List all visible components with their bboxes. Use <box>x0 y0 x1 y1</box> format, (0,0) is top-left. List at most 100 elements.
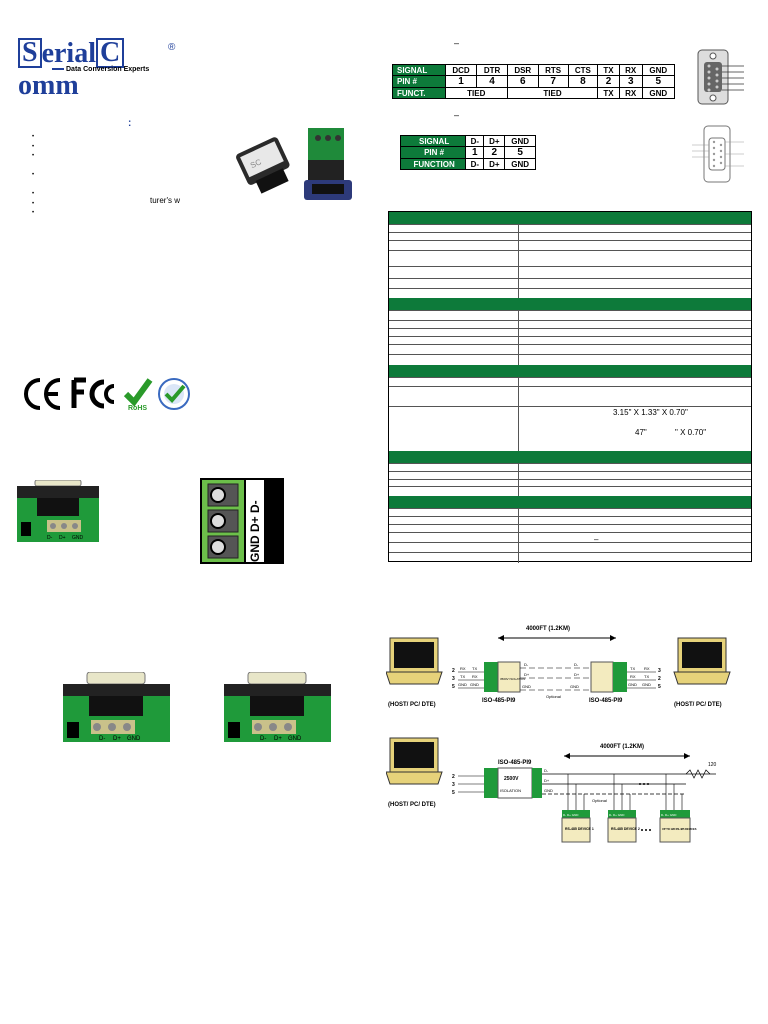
svg-text:5: 5 <box>658 684 661 690</box>
terminal-pin-label: D- <box>99 736 105 742</box>
svg-text:3: 3 <box>658 668 661 674</box>
table-row: SIGNAL DCD DTR DSR RTS CTS TX RX GND <box>392 64 676 76</box>
svg-text:D-: D- <box>544 768 549 773</box>
svg-text:5: 5 <box>452 790 455 796</box>
terminal-pin-label: D- <box>260 736 266 742</box>
terminal-pin-label: GND <box>72 535 84 541</box>
feature-text-fragment: turer's w <box>150 196 180 205</box>
terminal-pin-label: GND <box>288 736 302 742</box>
table-row: FUNCT. TIED TIED TX RX GND <box>392 87 676 99</box>
resistor-value: 120 <box>708 762 717 768</box>
spec-section-band <box>389 496 751 508</box>
terminal-pin-label: GND <box>127 736 141 742</box>
svg-text:TX: TX <box>460 674 465 679</box>
spec-dimension: 3.15" X 1.33" X 0.70" <box>613 408 688 417</box>
distance-label: 4000FT (1.2KM) <box>600 744 644 750</box>
rohs-check-icon: RoHS <box>123 378 153 412</box>
svg-text:RX: RX <box>630 674 636 679</box>
host-label: (HOST/ PC/ DTE) <box>388 702 436 708</box>
terminal-vertical-label: GND D+ D- <box>248 500 262 562</box>
svg-text:3: 3 <box>452 782 455 788</box>
logo-underline <box>52 68 64 70</box>
certification-logos: RoHS <box>24 377 190 412</box>
svg-text:RX: RX <box>460 666 466 671</box>
rs485-device-box: D- D+ GND UP TO 128 RS-485 DEVICES <box>659 810 697 843</box>
fcc-mark-icon <box>71 377 115 409</box>
spec-section-band <box>389 365 751 377</box>
table-row: SIGNAL D- D+ GND <box>399 135 536 147</box>
svg-text:GND: GND <box>470 682 479 687</box>
product-photo-db9-side: SC <box>236 137 290 194</box>
svg-text:2: 2 <box>452 774 455 780</box>
terminal-block-drawing-a: D- D+ GND <box>63 672 170 742</box>
svg-text:D-: D- <box>574 662 579 667</box>
product-photo-terminal-side <box>304 128 352 200</box>
converter-label: ISO-485-PI9 <box>589 698 623 704</box>
table-row: FUNCTION D- D+ GND <box>399 158 536 170</box>
multidrop-wiring-diagram: (HOST/ PC/ DTE) 4000FT (1.2KM) ISO-485-P… <box>386 737 717 843</box>
spec-section-band <box>389 298 751 310</box>
heading-dash: – <box>454 38 460 48</box>
bullet: • <box>32 143 35 150</box>
db9-outline-icon <box>692 125 744 183</box>
converter-label: ISO-485-PI9 <box>482 698 516 704</box>
svg-text:D+: D+ <box>574 672 580 677</box>
terminal-block-drawing-b: D- D+ GND <box>224 672 331 742</box>
svg-text:TX: TX <box>644 674 649 679</box>
ce-mark-icon <box>24 378 61 410</box>
spec-dimension-part: 47" <box>635 428 647 437</box>
optional-label: Optional <box>592 798 607 803</box>
db9-pinout-table: SIGNAL DCD DTR DSR RTS CTS TX RX GND PIN… <box>392 64 676 99</box>
isolation-label: 3500V ISOLATION <box>500 677 525 681</box>
rs485-device-box: D- D+ GND RS-485 DEVICE 2 <box>607 810 640 843</box>
svg-text:TX: TX <box>630 666 635 671</box>
isolation-label: ISOLATION <box>500 788 521 793</box>
svg-text:2: 2 <box>452 668 455 674</box>
spec-dimension-part: " X 0.70" <box>675 428 707 437</box>
laptop-icon <box>386 737 443 785</box>
features-heading-colon: : <box>128 118 132 129</box>
registered-mark: ® <box>168 42 176 53</box>
svg-text:RS-485 DEVICE 1: RS-485 DEVICE 1 <box>565 827 594 831</box>
db9-connector-icon <box>697 49 744 105</box>
svg-text:GND: GND <box>570 684 579 689</box>
bullet: • <box>32 200 35 207</box>
resistor-icon <box>685 769 711 779</box>
svg-text:D+: D+ <box>524 672 530 677</box>
svg-text:3: 3 <box>452 676 455 682</box>
svg-text:UP TO 128 RS-485 DEVICES: UP TO 128 RS-485 DEVICES <box>662 827 697 831</box>
optional-label: Optional <box>546 694 561 699</box>
features-bullet-list: • • • • • • • <box>32 133 34 219</box>
distance-label: 4000FT (1.2KM) <box>526 626 570 632</box>
bullet: • <box>32 210 35 216</box>
laptop-icon <box>673 637 731 685</box>
laptop-icon <box>386 637 443 685</box>
terminal-block-drawing: D- D+ GND <box>17 480 99 542</box>
bullet: • <box>32 172 35 178</box>
svg-text:TX: TX <box>472 666 477 671</box>
spec-section-band <box>389 451 751 463</box>
svg-text:D-: D- <box>524 662 529 667</box>
iso-seal-icon <box>158 378 190 410</box>
svg-text:GND: GND <box>458 682 467 687</box>
logo-tagline: Data Conversion Experts <box>66 66 150 73</box>
svg-text:5: 5 <box>452 684 455 690</box>
svg-text:D- D+ GND: D- D+ GND <box>563 813 579 817</box>
isolation-voltage: 2500V <box>504 776 519 782</box>
svg-text:SC: SC <box>249 157 263 170</box>
svg-text:RS-485 DEVICE 2: RS-485 DEVICE 2 <box>611 827 640 831</box>
svg-text:D- D+ GND: D- D+ GND <box>609 813 625 817</box>
converter-label: ISO-485-PI9 <box>498 760 532 766</box>
terminal-pin-label: D+ <box>274 736 282 742</box>
svg-text:D+: D+ <box>544 778 550 783</box>
terminal-pin-label: D+ <box>59 535 66 541</box>
svg-text:RoHS: RoHS <box>128 405 147 412</box>
terminal-block-closeup: GND D+ D- <box>200 478 284 564</box>
bullet: • <box>32 134 35 140</box>
spec-dash: – <box>594 535 599 544</box>
point-to-point-wiring-diagram: (HOST/ PC/ DTE) (HOST/ PC/ DTE) 4000FT (… <box>386 626 731 708</box>
terminal-pin-label: D- <box>47 535 53 541</box>
spec-section-band <box>389 212 751 224</box>
